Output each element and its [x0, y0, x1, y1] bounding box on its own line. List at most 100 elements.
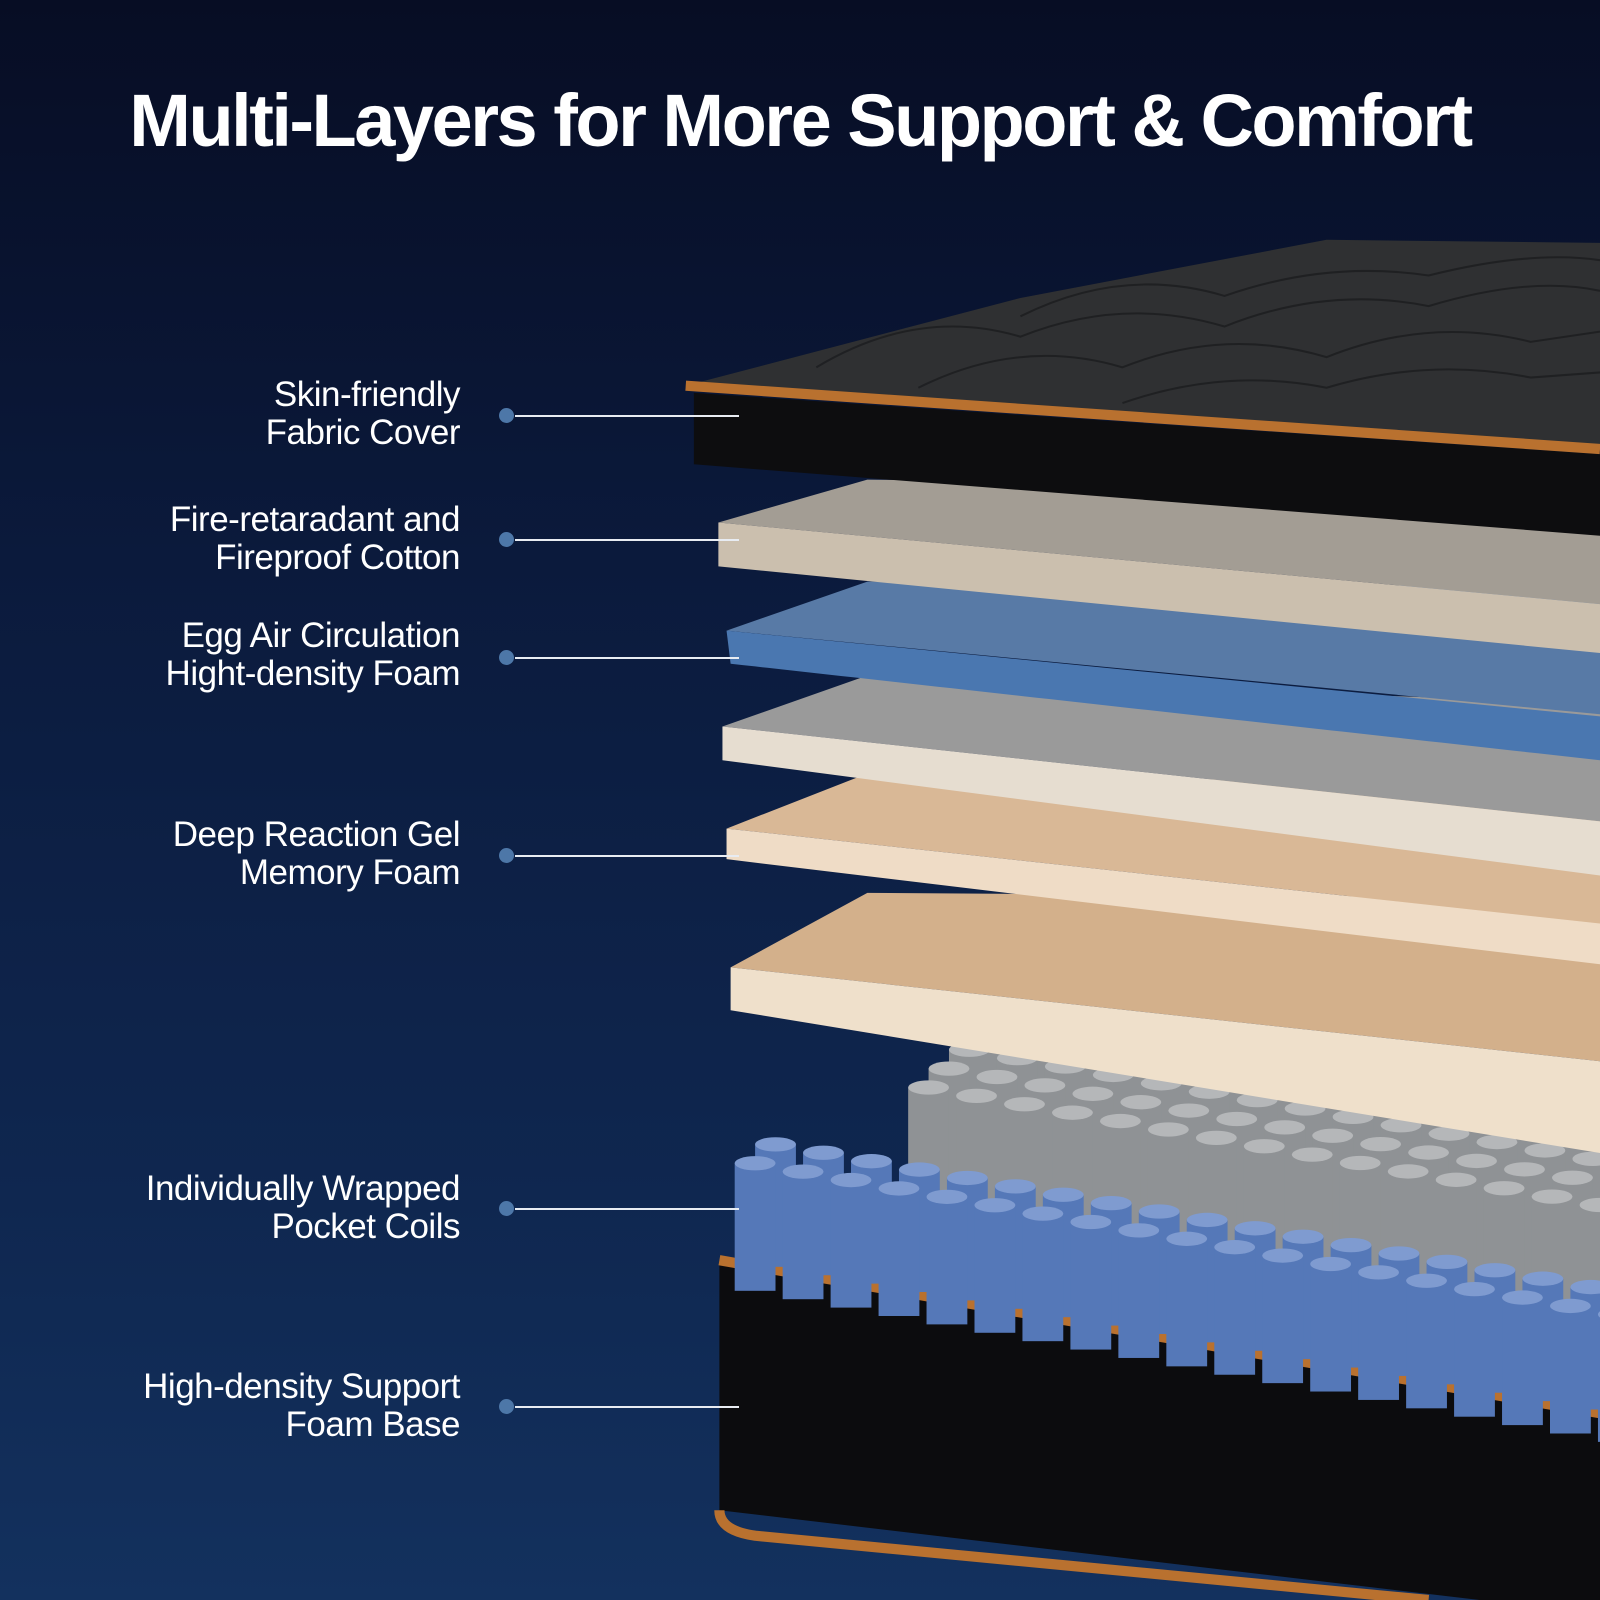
label-line: Individually Wrapped: [145, 1169, 461, 1208]
coil-top: [1597, 1311, 1600, 1318]
coil: [1454, 1289, 1495, 1417]
coil-top: [1474, 1263, 1516, 1278]
coil-top: [1022, 1206, 1064, 1221]
fabric-cover-layer: [685, 239, 1600, 536]
coil-top: [1483, 1181, 1525, 1196]
coil-top: [1120, 1095, 1162, 1110]
callout-dot: [499, 650, 514, 665]
coil-top: [1312, 1128, 1354, 1143]
coil-top: [1214, 1240, 1256, 1255]
coil-top: [1387, 1164, 1429, 1179]
label-line: Egg Air Circulation: [181, 616, 461, 655]
coil: [830, 1180, 872, 1308]
coil-top: [1100, 1113, 1141, 1129]
coil-top: [1522, 1271, 1564, 1286]
coil-top: [1504, 1162, 1545, 1177]
callout-dot: [499, 848, 514, 863]
coil-top: [1330, 1237, 1372, 1253]
callout-line: [515, 415, 739, 417]
coil-top: [1264, 1120, 1306, 1135]
coil: [1406, 1280, 1447, 1409]
coil-top: [1186, 1212, 1228, 1228]
coil-top: [1476, 1134, 1518, 1150]
callout-line: [515, 657, 739, 659]
coil: [1166, 1238, 1208, 1367]
coil-top: [1243, 1139, 1285, 1154]
coil-top: [1572, 1151, 1600, 1166]
coil: [782, 1171, 824, 1300]
coil-top: [1282, 1229, 1324, 1244]
coil-top: [1435, 1172, 1477, 1187]
coil-top: [851, 1154, 892, 1169]
coil: [734, 1163, 776, 1291]
coil-top: [1070, 1214, 1112, 1230]
label-line: Memory Foam: [239, 853, 461, 892]
coil: [878, 1188, 920, 1316]
coil-top: [1406, 1273, 1447, 1288]
coil-top: [1216, 1111, 1258, 1127]
callout-line: [515, 855, 739, 857]
callout-line: [515, 1208, 739, 1210]
callout-dot: [499, 1399, 514, 1414]
coil: [1022, 1213, 1064, 1342]
label-line: Skin-friendly: [273, 375, 461, 414]
callout-dot: [499, 408, 514, 423]
coil-top: [1004, 1097, 1045, 1112]
coil-top: [1090, 1195, 1132, 1211]
coil-top: [1456, 1153, 1497, 1169]
coil-top: [1339, 1155, 1381, 1171]
coil-top: [734, 1156, 776, 1171]
coil-top: [1234, 1221, 1276, 1236]
coil-top: [1052, 1105, 1093, 1120]
coil-top: [1138, 1204, 1180, 1219]
label-line: Hight-density Foam: [165, 654, 461, 693]
coil-top: [1428, 1126, 1470, 1141]
coil-top: [1360, 1137, 1402, 1152]
coil-top: [803, 1145, 844, 1160]
coil-top: [908, 1080, 949, 1095]
coil-top: [1550, 1298, 1591, 1314]
coil-top: [830, 1172, 872, 1188]
coil-top: [1408, 1145, 1449, 1160]
label-line: Fire-retaradant and: [169, 500, 461, 539]
coil: [1118, 1230, 1160, 1358]
coil-top: [976, 1069, 1018, 1085]
callout-line: [515, 1406, 739, 1408]
page-title: Multi-Layers for More Support & Comfort: [129, 79, 1473, 162]
coil-top: [1024, 1078, 1066, 1093]
callout-dot: [499, 532, 514, 547]
label-line: Deep Reaction Gel: [172, 815, 461, 854]
coil: [974, 1205, 1016, 1333]
coil-top: [878, 1181, 920, 1196]
coil-top: [1310, 1256, 1352, 1272]
coil: [1550, 1305, 1591, 1434]
coil-top: [974, 1198, 1016, 1213]
coil-top: [928, 1061, 970, 1076]
coil-top: [755, 1137, 796, 1152]
label-line: High-density Support: [143, 1367, 460, 1406]
coil: [1262, 1255, 1304, 1384]
coil-top: [1042, 1187, 1084, 1202]
coil-top: [926, 1189, 968, 1204]
coil-top: [1454, 1282, 1495, 1297]
coil-top: [1358, 1265, 1399, 1280]
coil-top: [1291, 1147, 1333, 1162]
coil: [1597, 1314, 1600, 1442]
coil: [1214, 1247, 1256, 1375]
label-line: Foam Base: [285, 1405, 461, 1444]
coil: [1358, 1272, 1399, 1400]
coil-top: [1426, 1254, 1468, 1270]
coil-top: [1579, 1197, 1600, 1213]
coil-top: [1502, 1290, 1543, 1305]
coil-top: [1195, 1130, 1237, 1145]
callout-dot: [499, 1201, 514, 1216]
pocket-coils-layer: [734, 1004, 1600, 1442]
coil-top: [782, 1164, 824, 1179]
coil-top: [1552, 1170, 1593, 1185]
